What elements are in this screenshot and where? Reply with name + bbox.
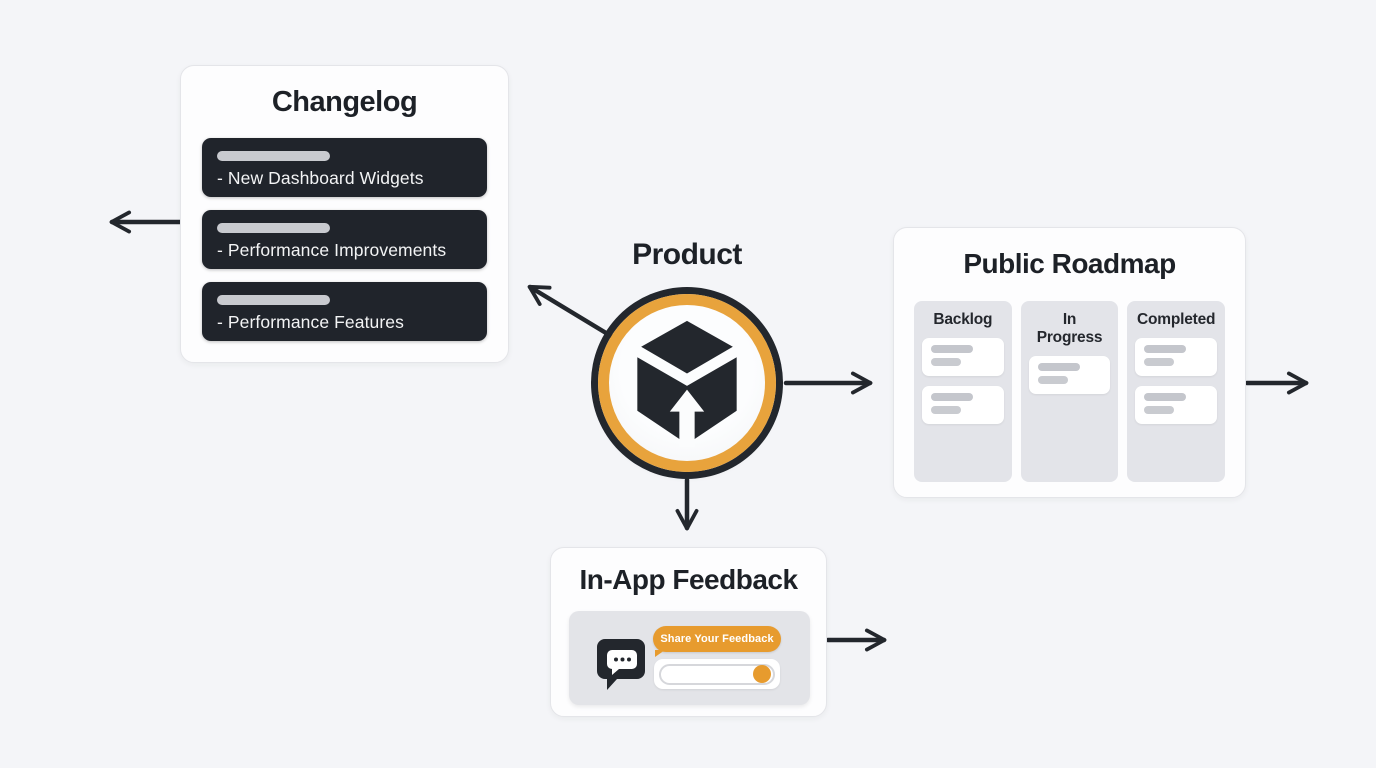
placeholder-bar — [931, 345, 973, 353]
changelog-title: Changelog — [271, 86, 418, 118]
roadmap-placeholder-card — [922, 386, 1004, 424]
changelog-item: - New Dashboard Widgets — [202, 138, 487, 197]
feedback-widget-panel: Share Your Feedback — [569, 611, 810, 705]
column-label: Backlog — [933, 311, 993, 328]
changelog-item: - Performance Improvements — [202, 210, 487, 269]
placeholder-bar — [217, 151, 330, 161]
column-label: In Progress — [1036, 311, 1103, 346]
changelog-item-label: - New Dashboard Widgets — [217, 168, 424, 188]
placeholder-bar — [931, 393, 973, 401]
column-label: Completed — [1137, 311, 1216, 328]
chat-bubble-icon — [597, 639, 645, 690]
placeholder-bar — [217, 223, 330, 233]
feedback-input — [654, 659, 780, 689]
product-title: Product — [632, 238, 742, 271]
changelog-item-label: - Performance Improvements — [217, 240, 447, 260]
arrow-product-to-changelog — [527, 284, 614, 339]
roadmap-card: Public Roadmap Backlog In Progress — [893, 227, 1246, 498]
roadmap-column-in-progress: In Progress — [1020, 301, 1119, 482]
changelog-item-label: - Performance Features — [217, 312, 404, 332]
placeholder-bar — [931, 358, 961, 366]
cube-upload-icon — [637, 320, 737, 447]
placeholder-bar — [1144, 393, 1187, 401]
changelog-card: Changelog - New Dashboard Widgets - Perf… — [180, 65, 509, 363]
placeholder-bar — [1144, 345, 1187, 353]
share-feedback-label: Share Your Feedback — [660, 633, 774, 645]
placeholder-bar — [1144, 406, 1175, 414]
placeholder-bar — [1144, 358, 1175, 366]
feedback-toggle — [659, 663, 775, 685]
roadmap-placeholder-card — [1135, 338, 1218, 376]
share-feedback-bubble: Share Your Feedback — [653, 626, 781, 657]
product-node — [598, 294, 776, 472]
placeholder-bar — [931, 406, 961, 414]
roadmap-placeholder-card — [1028, 356, 1111, 394]
roadmap-placeholder-card — [1135, 386, 1218, 424]
changelog-item: - Performance Features — [202, 282, 487, 341]
roadmap-columns: Backlog In Progress Completed — [914, 301, 1226, 482]
placeholder-bar — [1037, 363, 1080, 371]
feedback-title: In-App Feedback — [579, 564, 798, 595]
toggle-knob-icon — [753, 665, 771, 683]
roadmap-column-completed: Completed — [1127, 301, 1226, 482]
placeholder-bar — [217, 295, 330, 305]
roadmap-column-backlog: Backlog — [914, 301, 1012, 482]
placeholder-bar — [1037, 376, 1068, 384]
feedback-card: In-App Feedback Share Your Feedback — [550, 547, 827, 717]
roadmap-title: Public Roadmap — [963, 248, 1176, 279]
roadmap-placeholder-card — [922, 338, 1004, 376]
